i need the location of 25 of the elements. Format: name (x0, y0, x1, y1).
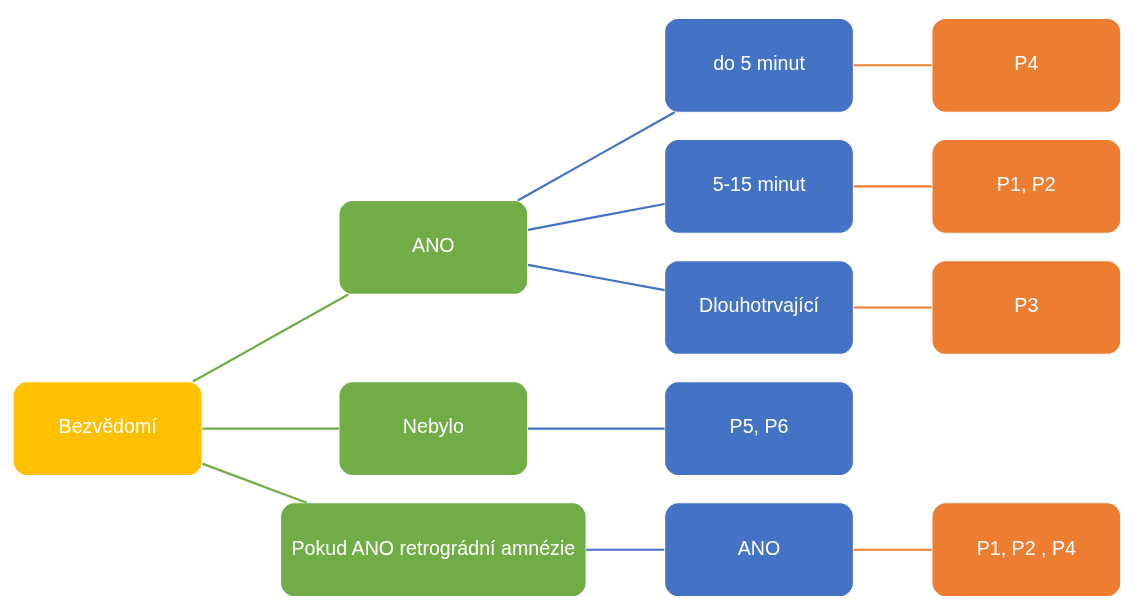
node-box: P1, P2 (931, 138, 1122, 234)
node-box: ANO (338, 199, 529, 295)
node-box: ANO (664, 501, 854, 597)
node-box: Nebylo (338, 380, 529, 476)
connector (586, 548, 665, 551)
connector (853, 305, 932, 309)
connector (853, 548, 932, 551)
node-box: Pokud ANO retrográdní amnézie (280, 501, 587, 597)
node-box: do 5 minut (664, 17, 854, 113)
connector (528, 427, 665, 430)
node-box: Dlouhotrvající (664, 259, 854, 355)
node-box: P1, P2 , P4 (931, 501, 1122, 597)
connector (517, 110, 676, 201)
node-box: Bezvědomí (12, 380, 203, 476)
connector (527, 263, 665, 291)
node-box: P3 (931, 259, 1122, 355)
connector (527, 202, 665, 231)
node-box: 5-15 minut (664, 138, 854, 234)
node-box: P5, P6 (664, 380, 854, 476)
connector (202, 427, 339, 430)
node-box: P4 (931, 17, 1122, 113)
connector (853, 184, 932, 187)
connector (853, 63, 932, 66)
connector (201, 462, 308, 504)
connector (192, 293, 349, 382)
